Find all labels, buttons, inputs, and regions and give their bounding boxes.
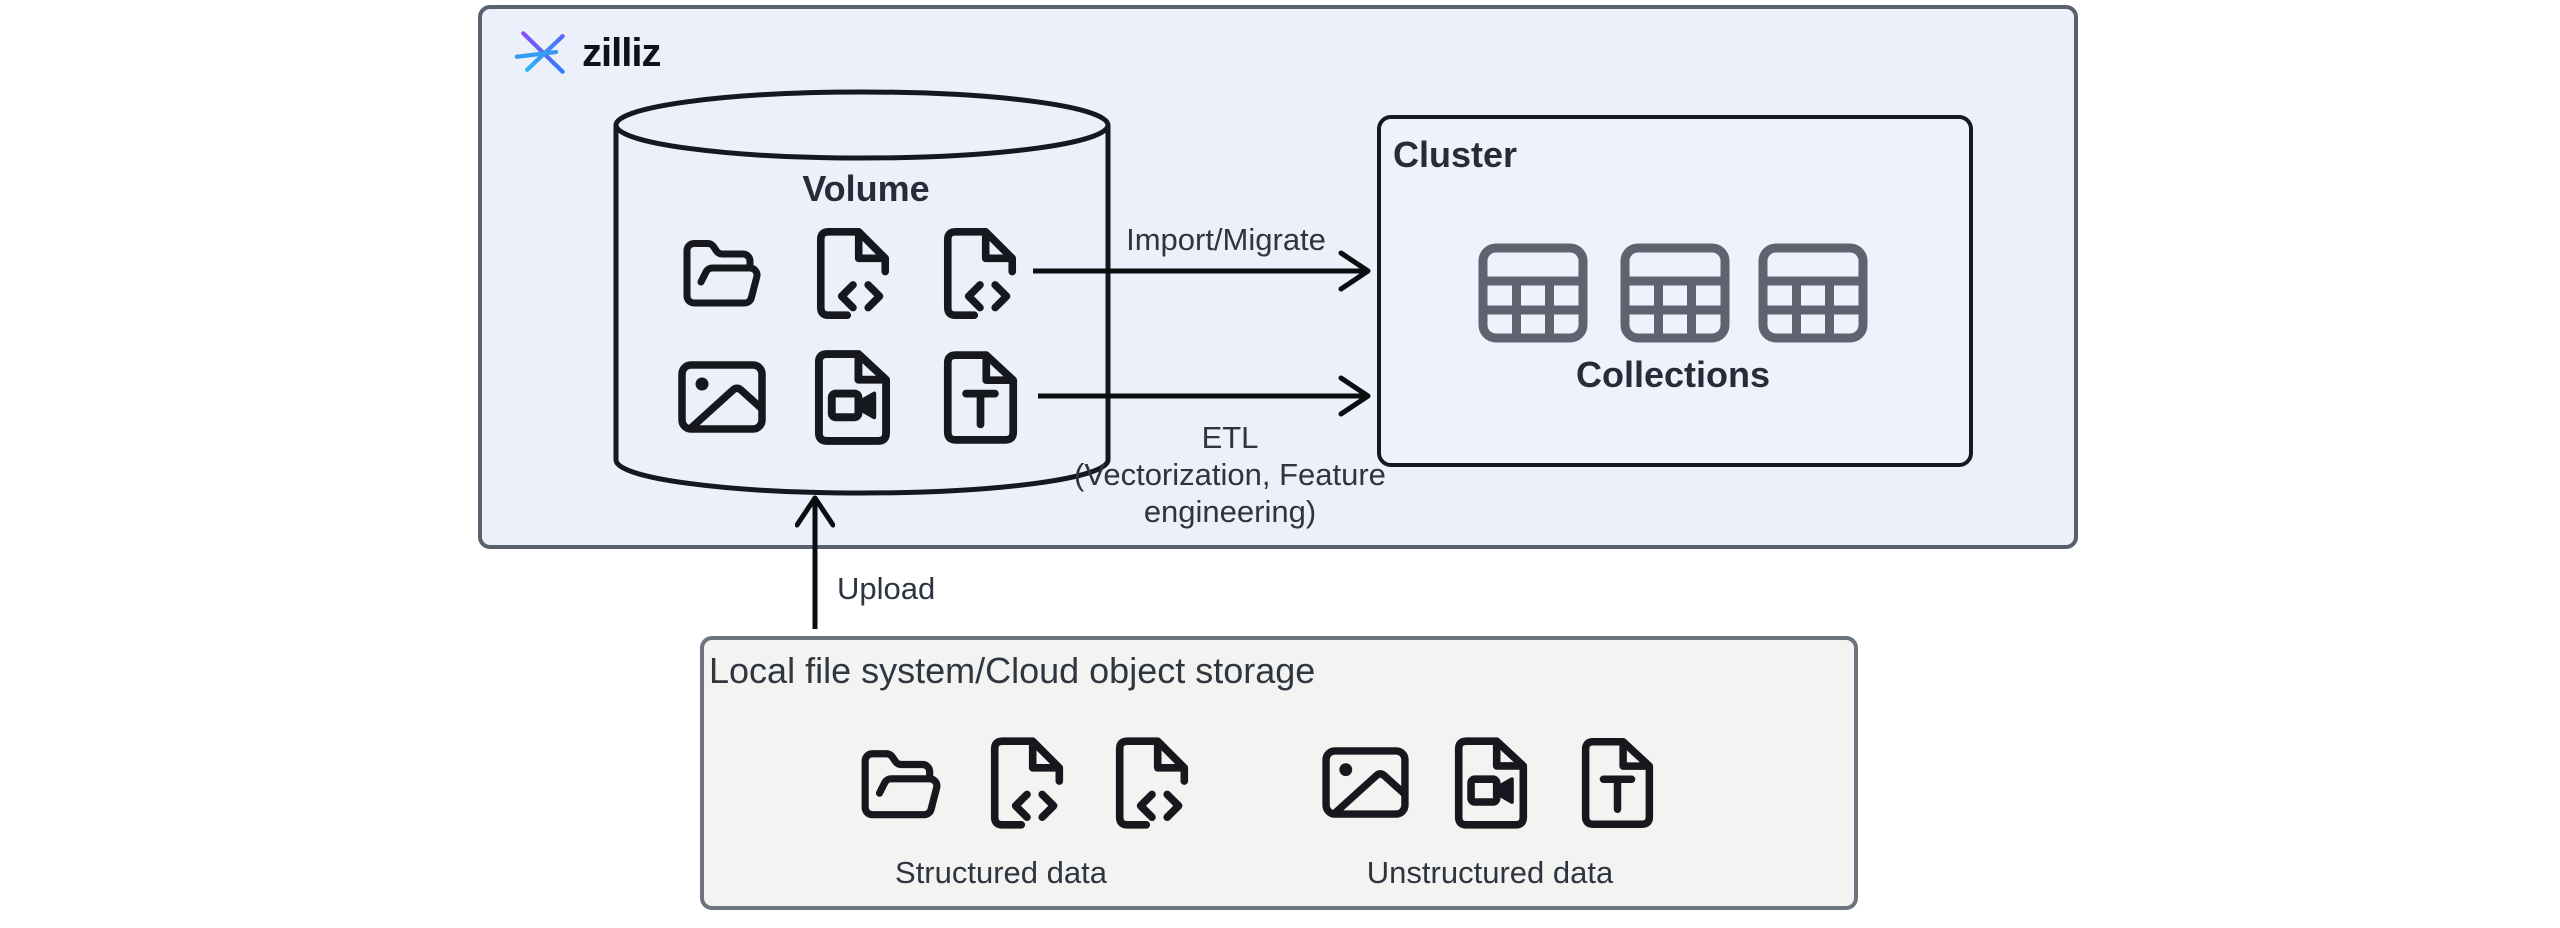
unstructured-data-label: Unstructured data bbox=[1366, 855, 1614, 890]
file-code-icon bbox=[942, 228, 1018, 319]
volume-cylinder bbox=[613, 89, 1111, 496]
image-icon bbox=[1322, 747, 1409, 818]
file-text-icon bbox=[942, 350, 1019, 445]
file-code-icon bbox=[1114, 737, 1190, 829]
upload-label: Upload bbox=[837, 571, 936, 606]
cluster-title: Cluster bbox=[1393, 134, 1518, 175]
file-text-icon bbox=[1580, 737, 1655, 829]
collection-table-icon bbox=[1758, 243, 1868, 343]
collection-table-icon bbox=[1478, 243, 1588, 343]
etl-label-line3: engineering) bbox=[1143, 494, 1317, 529]
etl-label-line1: ETL bbox=[1201, 420, 1259, 455]
file-video-icon bbox=[813, 350, 892, 445]
storage-title: Local file system/Cloud object storage bbox=[709, 650, 1316, 691]
zilliz-starburst-icon bbox=[514, 26, 565, 80]
folder-open-icon bbox=[855, 743, 947, 829]
storage-box bbox=[700, 636, 1858, 910]
collection-table-icon bbox=[1620, 243, 1730, 343]
upload-arrow bbox=[795, 495, 835, 629]
import-migrate-arrow bbox=[1033, 250, 1371, 292]
structured-data-label: Structured data bbox=[895, 855, 1107, 890]
etl-label: ETL (Vectorization, Feature engineering) bbox=[1060, 419, 1400, 530]
file-code-icon bbox=[815, 228, 891, 319]
folder-open-icon bbox=[677, 233, 767, 317]
import-migrate-label: Import/Migrate bbox=[1126, 222, 1326, 257]
zilliz-logo: zilliz bbox=[514, 24, 661, 82]
file-video-icon bbox=[1453, 737, 1529, 829]
etl-arrow bbox=[1038, 375, 1371, 417]
volume-title: Volume bbox=[802, 168, 930, 209]
image-icon bbox=[678, 361, 766, 433]
zilliz-logo-text: zilliz bbox=[582, 31, 661, 75]
etl-label-line2: (Vectorization, Feature bbox=[1074, 457, 1386, 492]
collections-label: Collections bbox=[1575, 354, 1771, 395]
file-code-icon bbox=[989, 737, 1065, 829]
cluster-box bbox=[1377, 115, 1973, 467]
